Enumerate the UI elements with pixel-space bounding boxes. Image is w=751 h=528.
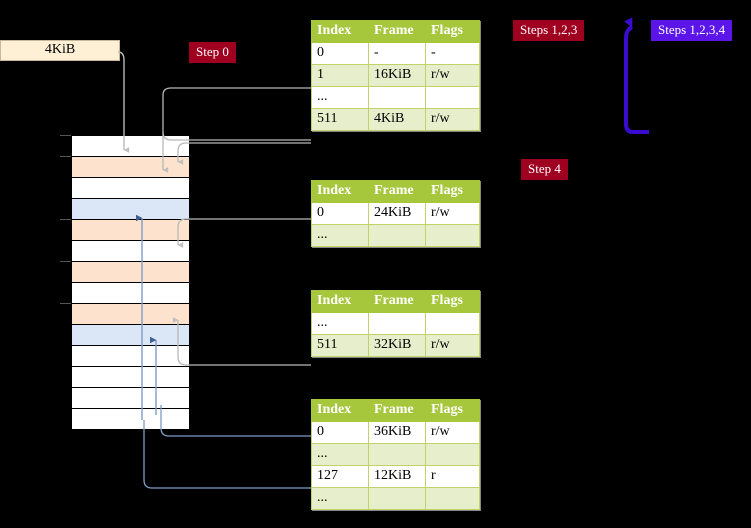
table-row: ... bbox=[311, 312, 480, 335]
column-header-index: Index bbox=[311, 399, 369, 422]
memory-frame-row bbox=[72, 409, 189, 430]
cell-index: ... bbox=[311, 443, 369, 466]
cell-frame: 36KiB bbox=[368, 421, 426, 444]
cell-index: ... bbox=[311, 487, 369, 510]
cell-flags bbox=[425, 86, 480, 109]
column-header-flags: Flags bbox=[425, 290, 480, 313]
cell-frame: - bbox=[368, 42, 426, 65]
column-header-frame: Frame bbox=[368, 20, 426, 43]
wire-l1-511 bbox=[162, 87, 311, 141]
column-header-flags: Flags bbox=[425, 180, 480, 203]
cell-index: 511 bbox=[311, 334, 369, 357]
table-row: ... bbox=[311, 487, 480, 510]
memory-frame-row bbox=[72, 346, 189, 367]
wire-l2-row0 bbox=[177, 218, 311, 248]
cell-flags: r/w bbox=[425, 421, 480, 444]
cell-flags: - bbox=[425, 42, 480, 65]
memory-row-tick bbox=[60, 303, 71, 304]
column-header-index: Index bbox=[311, 180, 369, 203]
cell-index: 0 bbox=[311, 42, 369, 65]
memory-frame-row bbox=[72, 241, 189, 262]
memory-frame-row bbox=[72, 199, 189, 220]
memory-row-tick bbox=[60, 135, 71, 136]
memory-row-tick bbox=[60, 219, 71, 220]
memory-frame-row bbox=[72, 220, 189, 241]
memory-frame-row bbox=[72, 283, 189, 304]
wire-l3-row511 bbox=[172, 317, 311, 366]
column-header-frame: Frame bbox=[368, 180, 426, 203]
table-row: ... bbox=[311, 86, 480, 109]
cell-index: ... bbox=[311, 312, 369, 335]
cell-flags bbox=[425, 443, 480, 466]
memory-frame-row bbox=[72, 136, 189, 157]
step-4-badge: Step 4 bbox=[521, 159, 568, 180]
memory-frame-row bbox=[72, 157, 189, 178]
cell-flags: r/w bbox=[425, 334, 480, 357]
table-row: 0-- bbox=[311, 42, 480, 65]
memory-frame-row bbox=[72, 325, 189, 346]
cell-index: ... bbox=[311, 86, 369, 109]
memory-frame-row bbox=[72, 367, 189, 388]
table-row: ... bbox=[311, 443, 480, 466]
steps-1234-badge: Steps 1,2,3,4 bbox=[651, 20, 733, 41]
cell-index: 0 bbox=[311, 202, 369, 225]
steps-123-badge: Steps 1,2,3 bbox=[513, 20, 585, 41]
cell-flags bbox=[425, 224, 480, 247]
wire-l4-row127 bbox=[143, 420, 311, 489]
cell-frame: 32KiB bbox=[368, 334, 426, 357]
cell-flags: r/w bbox=[425, 64, 480, 87]
cell-flags bbox=[425, 312, 480, 335]
cell-index: 511 bbox=[311, 108, 369, 131]
memory-row-tick bbox=[60, 261, 71, 262]
cell-frame: 4KiB bbox=[368, 108, 426, 131]
cell-frame bbox=[368, 487, 426, 510]
cell-frame: 16KiB bbox=[368, 64, 426, 87]
column-header-frame: Frame bbox=[368, 399, 426, 422]
cell-index: ... bbox=[311, 224, 369, 247]
step-0-badge: Step 0 bbox=[189, 42, 236, 63]
memory-size-label: 4KiB bbox=[0, 40, 120, 61]
memory-frame-row bbox=[72, 178, 189, 199]
cell-frame bbox=[368, 86, 426, 109]
cell-frame bbox=[368, 224, 426, 247]
table-row: ... bbox=[311, 224, 480, 247]
column-header-flags: Flags bbox=[425, 20, 480, 43]
memory-frame-row bbox=[72, 304, 189, 325]
cell-flags: r/w bbox=[425, 202, 480, 225]
cell-frame: 12KiB bbox=[368, 465, 426, 488]
cell-index: 127 bbox=[311, 465, 369, 488]
column-header-flags: Flags bbox=[425, 399, 480, 422]
memory-frame-row bbox=[72, 262, 189, 283]
column-header-index: Index bbox=[311, 20, 369, 43]
cell-frame bbox=[368, 312, 426, 335]
cell-flags: r bbox=[425, 465, 480, 488]
memory-frame-row bbox=[72, 388, 189, 409]
column-header-frame: Frame bbox=[368, 290, 426, 313]
column-header-index: Index bbox=[311, 290, 369, 313]
cell-index: 0 bbox=[311, 421, 369, 444]
arrow-steps-loop bbox=[624, 17, 634, 134]
physical-memory-column bbox=[71, 135, 190, 430]
cell-frame: 24KiB bbox=[368, 202, 426, 225]
cell-flags: r/w bbox=[425, 108, 480, 131]
cell-frame bbox=[368, 443, 426, 466]
cell-index: 1 bbox=[311, 64, 369, 87]
memory-row-tick bbox=[60, 156, 71, 157]
cell-flags bbox=[425, 487, 480, 510]
wire-l1-frame-down bbox=[177, 142, 311, 165]
